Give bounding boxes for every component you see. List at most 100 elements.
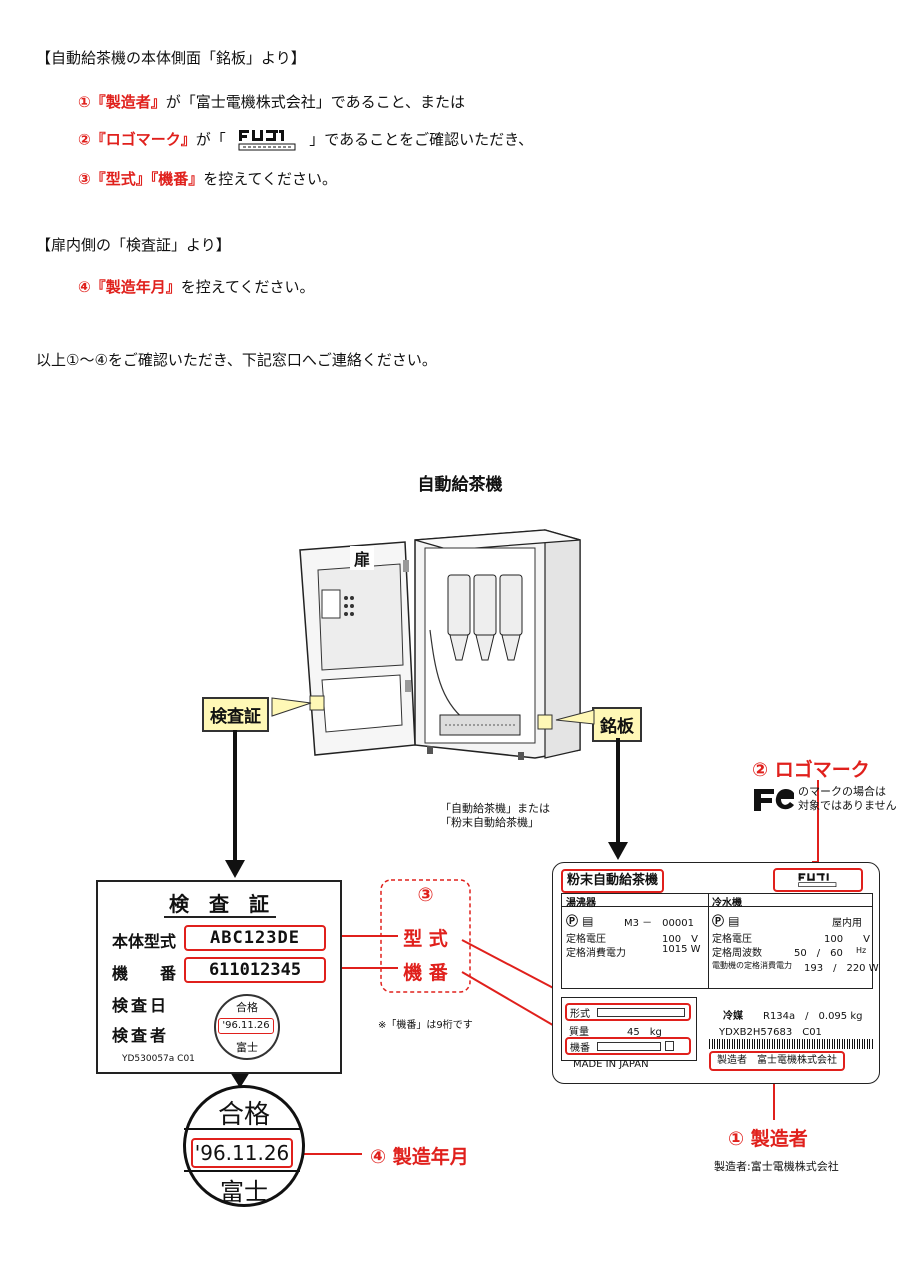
maker-heading: ① 製造者	[728, 1128, 808, 1150]
spec-r-freq: 定格周波数	[712, 948, 762, 959]
big-stamp-line-top	[184, 1128, 300, 1130]
spec-right-head: 冷水機	[712, 898, 742, 909]
line3-text: を控えてください。	[203, 170, 338, 188]
middle-serial-label: 機 番	[403, 962, 448, 984]
inspection-certificate: 検 査 証 本体型式 ABC123DE 機 番 611012345 検査日 検査…	[96, 880, 342, 1074]
spec-rated-power: 定格消費電力	[566, 948, 626, 959]
nameplate-serial-blank	[597, 1042, 661, 1051]
manufacture-date-label: ④ 製造年月	[370, 1146, 469, 1168]
nameplate-model-label: 形式	[570, 1009, 590, 1020]
inspection-cert-callout: 検査証	[202, 697, 269, 732]
cert-stamp-bottom: 富士	[236, 1041, 258, 1054]
num-1: ①	[78, 93, 91, 111]
cert-model-value: ABC123DE	[184, 925, 326, 951]
product-name-note: 「自動給茶機」または 「粉末自動給茶機」	[440, 802, 550, 830]
nameplate-spec-table: 湯沸器 冷水機 Ⓟ ▤ M3 － 00001 Ⓟ ▤ 屋内用 定格電圧 100 …	[561, 893, 879, 989]
nameplate-fuji-logo-icon	[798, 873, 837, 887]
tea-dispenser-illustration	[299, 529, 581, 760]
fe-note-line1: のマークの場合は	[798, 785, 886, 798]
line1-text: が「富士電機株式会社」であること、または	[165, 93, 465, 111]
spec-header-rule	[562, 906, 872, 907]
spec-rated-voltage-val: 100 V	[662, 934, 698, 945]
maker-sub: 製造者:富士電機株式会社	[714, 1160, 839, 1173]
nameplate-lower-box	[561, 997, 697, 1061]
cert-serial-value: 611012345	[184, 957, 326, 983]
line2-post: 」であることをご確認いただき、	[309, 130, 534, 149]
num-2: ②	[78, 130, 91, 149]
product-note-line1: 「自動給茶機」または	[440, 802, 550, 815]
nameplate-serial-label: 機番	[570, 1043, 590, 1054]
middle-model-label: 型 式	[403, 928, 448, 950]
line4-text: を控えてください。	[180, 278, 315, 296]
fe-note-line2: 対象ではありません	[798, 799, 897, 812]
nameplate-serial-field: 機番	[565, 1037, 691, 1055]
key-maker: 『製造者』	[90, 93, 166, 111]
big-stamp-date: '96.11.26	[191, 1138, 293, 1168]
nameplate-logo-box	[773, 868, 863, 892]
nameplate-made-in: MADE IN JAPAN	[573, 1059, 649, 1070]
cert-inspector-label: 検査者	[112, 1026, 170, 1045]
pse-mark-icon-2: Ⓟ ▤	[712, 914, 740, 928]
spec-r-voltage-val: 100 V	[824, 934, 870, 945]
nameplate-barcode	[709, 1039, 873, 1049]
nameplate: 粉末自動給茶機 湯沸器 冷水機 Ⓟ ▤ M3 － 00001 Ⓟ ▤ 屋内用 定…	[552, 862, 880, 1084]
fuji-electric-logo-icon	[238, 130, 296, 151]
spec-r-motor: 電動機の定格消費電力	[712, 961, 792, 970]
key-model-serial: 『型式』『機番』	[90, 170, 204, 188]
nameplate-refrigerant: 冷媒	[723, 1011, 743, 1022]
cert-serial-label: 機 番	[112, 964, 177, 983]
cert-date-label: 検査日	[112, 996, 170, 1015]
nameplate-product-name: 粉末自動給茶機	[561, 869, 665, 893]
line-logo: ②『ロゴマーク』が「 」であることをご確認いただき、	[78, 128, 533, 152]
spec-rated-power-val: 1015 W	[662, 944, 701, 955]
diagram-title: 自動給茶機	[417, 475, 503, 495]
spec-r-freq-val: 50 / 60	[794, 948, 843, 959]
cert-stamp: 合格 '96.11.26 富士	[214, 994, 280, 1060]
product-note-line2: 「粉末自動給茶機」	[440, 816, 539, 829]
spec-left-model: M3 － 00001	[624, 918, 694, 929]
cert-model-label: 本体型式	[112, 932, 177, 951]
nameplate-serial-code: YDXB2H57683 C01	[719, 1027, 822, 1038]
spec-r-voltage: 定格電圧	[712, 934, 752, 945]
spec-left-head: 湯沸器	[566, 898, 596, 909]
nameplate-serial-check	[665, 1041, 674, 1051]
big-stamp-line-bottom	[184, 1170, 300, 1172]
nameplate-maker: 製造者 富士電機株式会社	[709, 1051, 845, 1071]
cert-stamp-date: '96.11.26	[218, 1018, 274, 1034]
key-date: 『製造年月』	[90, 278, 181, 296]
nameplate-refrigerant-val: R134a / 0.095 kg	[763, 1011, 863, 1022]
fe-note: のマークの場合は 対象ではありません	[798, 785, 897, 813]
cert-doc-code: YD530057a C01	[122, 1054, 195, 1064]
spec-indoor: 屋内用	[832, 918, 862, 929]
line2-pre: が「	[195, 130, 226, 149]
line-maker: ①『製造者』が「富士電機株式会社」であること、または	[78, 91, 465, 112]
spec-rated-voltage: 定格電圧	[566, 934, 606, 945]
nameplate-weight-label: 質量	[569, 1027, 589, 1038]
section1-heading: 【自動給茶機の本体側面「銘板」より】	[36, 49, 306, 67]
big-stamp-bottom: 富士	[220, 1178, 268, 1206]
nameplate-weight-val: 45 kg	[627, 1027, 662, 1038]
closing-text: 以上①～④をご確認いただき、下記窓口へご連絡ください。	[36, 351, 437, 369]
door-label: 扉	[350, 546, 375, 570]
line-date: ④『製造年月』を控えてください。	[78, 276, 315, 297]
serial-digits-note: ※「機番」は9桁です	[378, 1020, 473, 1031]
logo-mark-heading: ② ロゴマーク	[752, 759, 870, 781]
big-stamp-top: 合格	[217, 1100, 270, 1130]
key-logo: 『ロゴマーク』	[90, 130, 196, 149]
spec-r-freq-unit: Hz	[856, 946, 867, 955]
pse-mark-icon: Ⓟ ▤	[566, 914, 594, 928]
spec-divider	[708, 894, 709, 988]
nameplate-model-field: 形式	[565, 1003, 691, 1021]
fe-mark-icon	[754, 788, 794, 811]
spec-r-motor-val: 193 / 220 W	[804, 963, 879, 974]
num-4: ④	[78, 278, 91, 296]
section2-heading: 【扉内側の「検査証」より】	[36, 236, 231, 254]
num-3: ③	[78, 170, 91, 188]
middle-num-3: ③	[417, 884, 434, 906]
cert-stamp-top: 合格	[236, 1001, 258, 1014]
cert-title-underline	[164, 916, 276, 918]
nameplate-model-blank	[597, 1008, 685, 1017]
line-model: ③『型式』『機番』を控えてください。	[78, 168, 337, 189]
cert-title: 検 査 証	[169, 892, 269, 916]
manufacture-stamp: 合格 '96.11.26 富士	[183, 1085, 305, 1207]
